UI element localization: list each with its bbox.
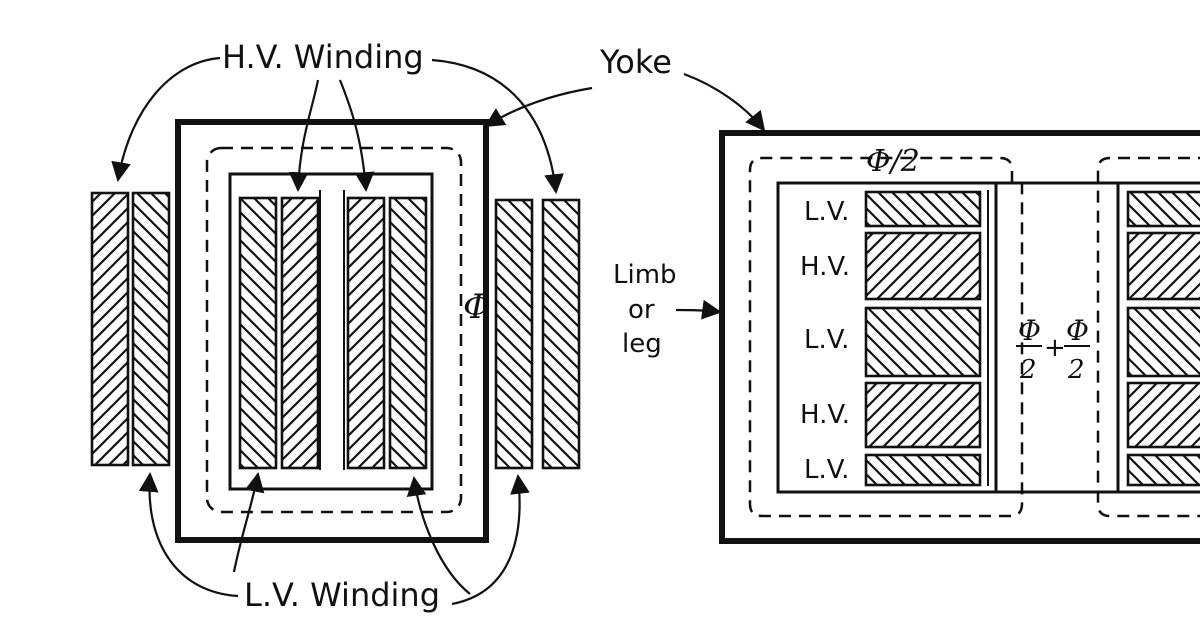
yoke-arrow-left [484, 86, 593, 128]
sandwich-core: L.V. H.V. L.V. H.V. L.V. Φ/2 Φ 2 + Φ 2 [719, 130, 1200, 544]
core-outline [175, 119, 489, 543]
lv-layer [1126, 190, 1200, 228]
flux-sum-plus: + [1044, 333, 1066, 363]
yoke-arrow-right [683, 72, 766, 132]
hv-layer [864, 381, 982, 449]
hv-coil-inner [346, 196, 386, 470]
layer-label: L.V. [804, 325, 849, 355]
lv-layer [864, 190, 982, 228]
lv-coil-inner [238, 196, 278, 470]
lv-layer [864, 306, 982, 378]
lv-layer [1126, 306, 1200, 378]
hv-coil-inner [280, 196, 320, 470]
core-window-right [776, 181, 998, 494]
flux-sum-num-2: Φ [1066, 314, 1089, 347]
lv-arrow [232, 472, 265, 573]
layer-label: H.V. [800, 252, 850, 282]
hv-coil-outer [541, 198, 581, 470]
lv-arrow [138, 472, 239, 598]
limb-arrow [675, 299, 722, 320]
flux-sum-num-1: Φ [1018, 314, 1041, 347]
flux-label-left: Φ [463, 287, 491, 327]
hv-arrow [338, 79, 375, 192]
yoke-label: Yoke [599, 43, 672, 81]
flux-sum-den-2: 2 [1067, 355, 1085, 385]
hv-winding-label: H.V. Winding [222, 38, 424, 76]
lv-winding-label: L.V. Winding [244, 576, 440, 614]
flux-sum-label: Φ 2 + Φ 2 [1016, 314, 1090, 385]
lv-layer [864, 453, 982, 487]
layer-label: L.V. [804, 197, 849, 227]
lv-layer [1126, 453, 1200, 487]
hv-arrow [288, 79, 320, 192]
limb-label-line1: Limb [613, 260, 677, 290]
hv-coil-outer [90, 191, 130, 467]
core-outline-right [719, 130, 1200, 544]
hv-layer [1126, 381, 1200, 449]
flux-path-left [205, 146, 463, 514]
lv-arrow [451, 474, 530, 606]
lv-coil-inner [388, 196, 428, 470]
flux-sum-den-1: 2 [1019, 355, 1037, 385]
hv-arrow [431, 58, 564, 194]
core-window [228, 172, 434, 491]
flux-path-right-1 [748, 156, 1024, 518]
hv-arrow [111, 56, 221, 182]
hv-layer [864, 231, 982, 301]
lv-coil-outer [494, 198, 534, 470]
hv-layer [1126, 231, 1200, 301]
limb-label-line2: or [628, 295, 655, 325]
lv-coil-outer [131, 191, 171, 467]
limb-label-line3: leg [622, 329, 662, 359]
layer-label: H.V. [800, 400, 850, 430]
layer-label: L.V. [804, 455, 849, 485]
flux-half-label: Φ/2 [866, 144, 920, 179]
flux-path-right-2 [1096, 156, 1200, 518]
shell-type-core: Φ H.V. Winding L.V. Winding [90, 38, 581, 614]
lv-arrow [406, 476, 471, 595]
